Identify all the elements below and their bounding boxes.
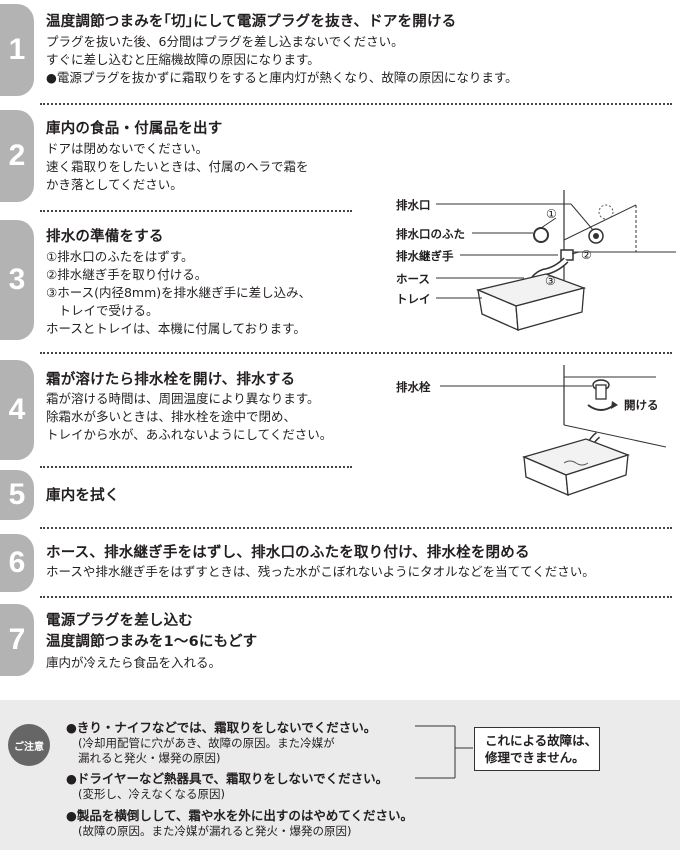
caution-badge: ご注意 bbox=[8, 724, 50, 766]
step-number-5: 5 bbox=[0, 470, 34, 520]
divider bbox=[40, 596, 672, 598]
label-hose: ホース bbox=[396, 272, 430, 286]
caution-item-3: ●製品を横倒しして、霜や水を外に出すのはやめてください。 bbox=[66, 808, 414, 823]
drain-cap-icon bbox=[533, 227, 549, 243]
step-1-line: プラグを抜いた後、6分間はプラグを差し込まないでください。 bbox=[46, 34, 404, 49]
step-4-line: トレイから水が、あふれないようにしてください。 bbox=[46, 427, 333, 442]
caution-note-box: これによる故障は、 修理できません。 bbox=[474, 727, 600, 771]
step-3-line: ホースとトレイは、本機に付属しております。 bbox=[46, 321, 306, 336]
caution-panel bbox=[0, 700, 680, 850]
step-1-line: ●電源プラグを抜かずに霜取りをすると庫内灯が熱くなり、故障の原因になります。 bbox=[46, 70, 518, 85]
step-1-line: すぐに差し込むと圧縮機故障の原因になります。 bbox=[46, 52, 320, 67]
caution-item-3-detail: (故障の原因。また冷媒が漏れると発火・爆発の原因) bbox=[78, 824, 351, 839]
drain-plug-diagram bbox=[440, 365, 666, 497]
step-1-title: 温度調節つまみを｢切｣にして電源プラグを抜き、ドアを開ける bbox=[46, 14, 457, 30]
step-number-4: 4 bbox=[0, 360, 34, 460]
caution-item-1-detail: (冷却用配管に穴があき、故障の原因。また冷媒が 漏れると発火・爆発の原因) bbox=[78, 736, 335, 766]
step-7-title: 電源プラグを差し込む bbox=[46, 613, 193, 629]
rotate-arrow-icon bbox=[587, 404, 615, 411]
caution-detail-line: (冷却用配管に穴があき、故障の原因。また冷媒が bbox=[78, 736, 335, 750]
step-1-body: プラグを抜いた後、6分間はプラグを差し込まないでください。 すぐに差し込むと圧縮… bbox=[46, 33, 518, 87]
caution-bracket bbox=[415, 725, 473, 779]
step-6-body: ホースや排水継ぎ手をはずすときは、残った水がこぼれないようにタオルなどを当ててく… bbox=[46, 563, 595, 581]
step-4-line: 除霜水が多いときは、排水栓を途中で閉め、 bbox=[46, 409, 297, 424]
label-drain-cap: 排水口のふた bbox=[396, 227, 465, 241]
label-tray: トレイ bbox=[396, 292, 431, 306]
label-open: 開ける bbox=[624, 398, 659, 412]
step-3-body: ①排水口のふたをはずす。 ②排水継ぎ手を取り付ける。 ③ホース(内径8mm)を排… bbox=[46, 248, 311, 338]
marker-3: ③ bbox=[545, 274, 556, 288]
step-2-body: ドアは閉めないでください。 速く霜取りをしたいときは、付属のヘラで霜を かき落と… bbox=[46, 140, 309, 194]
step-number-1: 1 bbox=[0, 4, 34, 96]
step-6-title: ホース、排水継ぎ手をはずし、排水口のふたを取り付け、排水栓を閉める bbox=[46, 545, 530, 561]
step-7-title-2: 温度調節つまみを1〜6にもどす bbox=[46, 634, 258, 650]
step-2-title: 庫内の食品・付属品を出す bbox=[46, 121, 223, 137]
divider bbox=[40, 352, 672, 354]
label-drain-joint: 排水継ぎ手 bbox=[396, 249, 454, 263]
divider bbox=[40, 466, 352, 468]
caution-item-2-detail: (変形し、冷えなくなる原因) bbox=[78, 787, 225, 802]
caution-detail-line: 漏れると発火・爆発の原因) bbox=[78, 751, 221, 765]
step-2-line: かき落としてください。 bbox=[46, 177, 183, 192]
joint-icon bbox=[560, 249, 574, 261]
caution-item-2: ●ドライヤーなど熱器具で、霜取りをしないでください。 bbox=[66, 771, 389, 786]
step-6-line: ホースや排水継ぎ手をはずすときは、残った水がこぼれないようにタオルなどを当ててく… bbox=[46, 564, 595, 579]
step-7-line: 庫内が冷えたら食品を入れる。 bbox=[46, 655, 222, 670]
divider bbox=[40, 210, 352, 212]
caution-item-1: ●きり・ナイフなどでは、霜取りをしないでください。 bbox=[66, 720, 377, 735]
step-4-body: 霜が溶ける時間は、周囲温度により異なります。 除霜水が多いときは、排水栓を途中で… bbox=[46, 390, 332, 444]
caution-note-line: これによる故障は、 bbox=[485, 733, 598, 748]
step-4-title: 霜が溶けたら排水栓を開け、排水する bbox=[46, 372, 296, 388]
step-3-line: ③ホース(内径8mm)を排水継ぎ手に差し込み、 bbox=[46, 285, 312, 300]
step-3-line: ②排水継ぎ手を取り付ける。 bbox=[46, 267, 208, 282]
step-5-title: 庫内を拭く bbox=[46, 488, 120, 504]
marker-2: ② bbox=[581, 248, 592, 262]
caution-detail-line: (故障の原因。また冷媒が漏れると発火・爆発の原因) bbox=[78, 824, 352, 838]
label-drain-outlet: 排水口 bbox=[396, 198, 431, 212]
step-3-line: ①排水口のふたをはずす。 bbox=[46, 249, 194, 264]
drain-setup-diagram bbox=[436, 190, 676, 332]
step-4-line: 霜が溶ける時間は、周囲温度により異なります。 bbox=[46, 391, 320, 406]
divider bbox=[40, 103, 672, 105]
step-number-2: 2 bbox=[0, 110, 34, 202]
step-3-title: 排水の準備をする bbox=[46, 229, 164, 245]
floor-line bbox=[563, 424, 666, 448]
water-icon bbox=[563, 460, 589, 466]
caution-detail-line: (変形し、冷えなくなる原因) bbox=[78, 787, 225, 801]
marker-1: ① bbox=[546, 207, 557, 221]
caution-note-line: 修理できません。 bbox=[485, 750, 585, 765]
step-number-7: 7 bbox=[0, 604, 34, 676]
step-7-body: 庫内が冷えたら食品を入れる。 bbox=[46, 654, 221, 672]
step-2-line: ドアは閉めないでください。 bbox=[46, 141, 209, 156]
drain-hole-icon bbox=[598, 204, 614, 220]
divider bbox=[40, 527, 672, 529]
ledge-line bbox=[563, 204, 637, 241]
step-3-line: トレイで受ける。 bbox=[46, 303, 159, 318]
step-number-6: 6 bbox=[0, 534, 34, 592]
label-drain-plug: 排水栓 bbox=[396, 380, 431, 394]
step-2-line: 速く霜取りをしたいときは、付属のヘラで霜を bbox=[46, 159, 309, 174]
step-number-3: 3 bbox=[0, 220, 34, 340]
